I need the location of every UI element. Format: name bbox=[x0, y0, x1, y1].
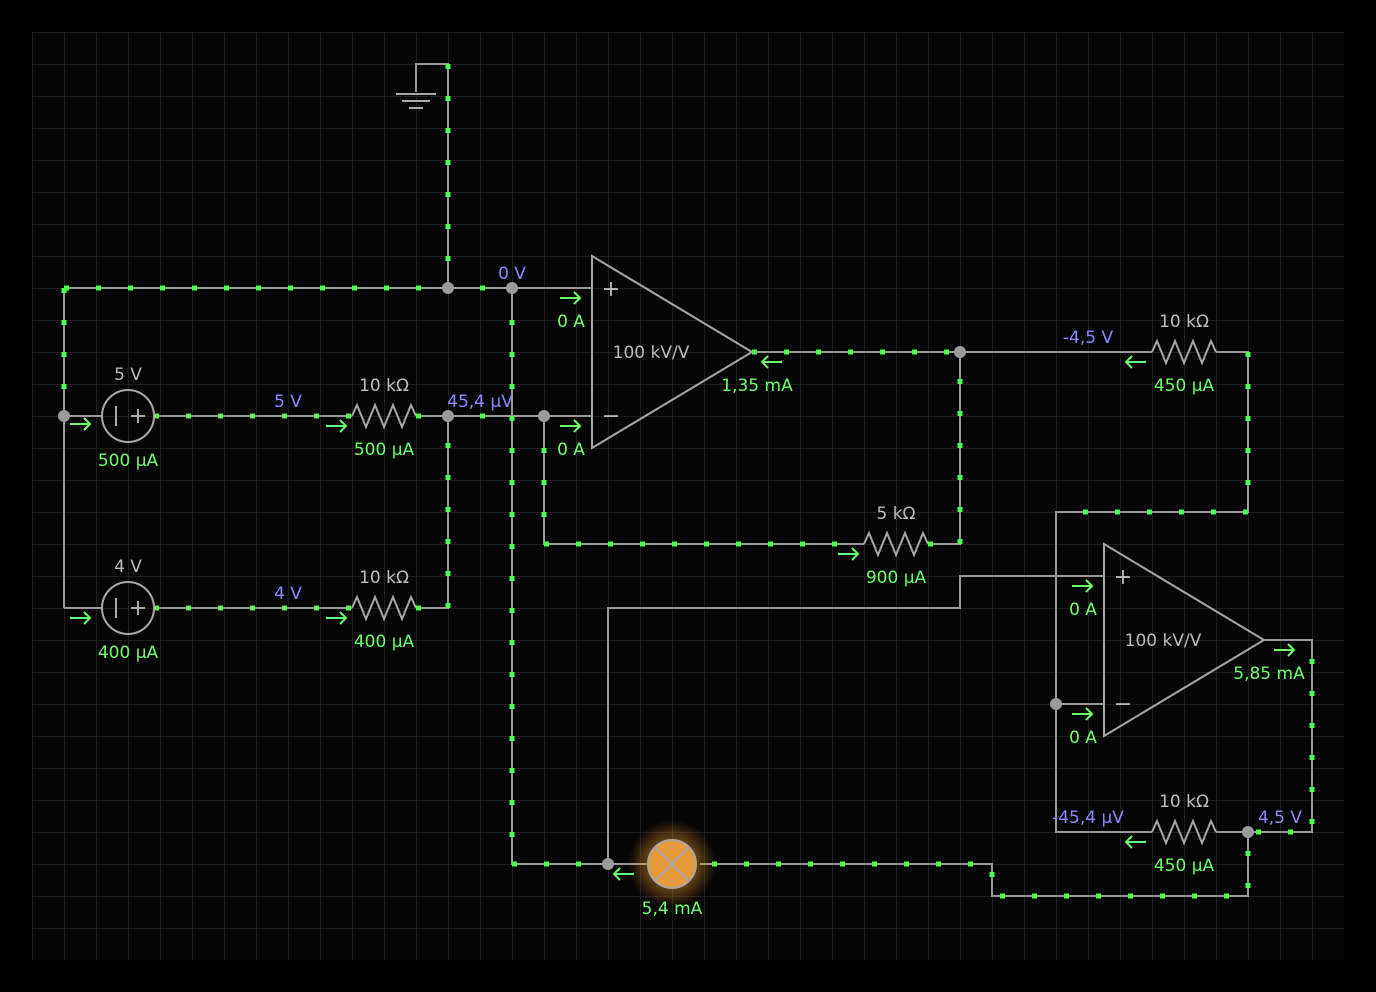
current-arrow-icon bbox=[560, 419, 582, 433]
opamp-icon bbox=[591, 254, 754, 450]
voltage-label: 4 V bbox=[274, 584, 302, 604]
current-arrow-icon bbox=[70, 611, 92, 625]
voltage-label: 5 V bbox=[274, 392, 302, 412]
opamp-1[interactable]: + − 100 kV/V 0 A 0 A 1,35 mA bbox=[557, 254, 793, 460]
opamp-minus-sign: − bbox=[602, 404, 620, 429]
voltage-label: -4,5 V bbox=[1063, 328, 1114, 348]
opamp-plus-current: 0 A bbox=[1069, 600, 1097, 620]
nodes bbox=[58, 282, 1254, 870]
resistor-r4[interactable]: 10 kΩ 450 µA bbox=[1151, 312, 1217, 396]
current-arrow-icon bbox=[760, 355, 782, 369]
resistor-value: 10 kΩ bbox=[359, 568, 409, 588]
resistor-icon bbox=[1151, 818, 1217, 846]
opamp-output-current: 5,85 mA bbox=[1233, 664, 1305, 684]
current-arrow-icon bbox=[70, 417, 92, 431]
opamp-minus-current: 0 A bbox=[557, 440, 585, 460]
resistor-r2[interactable]: 10 kΩ 400 µA bbox=[351, 568, 417, 652]
voltage-source-4v[interactable]: 4 V 400 µA bbox=[98, 557, 159, 663]
resistor-icon bbox=[1151, 338, 1217, 366]
current-arrow-icon bbox=[1072, 707, 1094, 721]
current-arrow-icon bbox=[326, 611, 348, 625]
opamp-2[interactable]: + − 100 kV/V 0 A 0 A 5,85 mA bbox=[1069, 542, 1305, 748]
source-current-label: 500 µA bbox=[98, 451, 159, 471]
resistor-value: 10 kΩ bbox=[1159, 792, 1209, 812]
resistor-icon bbox=[351, 594, 417, 622]
opamp-plus-current: 0 A bbox=[557, 312, 585, 332]
resistor-r1[interactable]: 10 kΩ 500 µA bbox=[351, 376, 417, 460]
resistor-r5[interactable]: 10 kΩ 450 µA bbox=[1151, 792, 1217, 876]
voltage-label: 45,4 µV bbox=[447, 392, 513, 412]
current-arrow-icon bbox=[1124, 355, 1146, 369]
resistor-value: 5 kΩ bbox=[876, 504, 915, 524]
resistor-current: 450 µA bbox=[1154, 376, 1215, 396]
resistor-current: 900 µA bbox=[866, 568, 927, 588]
source-voltage-label: 4 V bbox=[114, 557, 142, 577]
opamp-gain: 100 kV/V bbox=[613, 343, 690, 363]
current-arrows bbox=[70, 291, 1296, 881]
current-arrow-icon bbox=[326, 419, 348, 433]
voltage-source-5v[interactable]: 5 V 500 µA bbox=[98, 365, 159, 471]
current-flow bbox=[61, 64, 1315, 899]
current-arrow-icon bbox=[560, 291, 582, 305]
resistor-value: 10 kΩ bbox=[1159, 312, 1209, 332]
resistor-current: 500 µA bbox=[354, 440, 415, 460]
voltage-source-icon bbox=[101, 581, 155, 635]
voltage-label: -45,4 µV bbox=[1052, 808, 1124, 828]
resistor-current: 400 µA bbox=[354, 632, 415, 652]
source-voltage-label: 5 V bbox=[114, 365, 142, 385]
resistor-icon bbox=[351, 402, 417, 430]
current-arrow-icon bbox=[838, 547, 860, 561]
resistor-r3[interactable]: 5 kΩ 900 µA bbox=[863, 504, 929, 588]
lamp[interactable]: 5,4 mA bbox=[628, 820, 716, 919]
current-arrow-icon bbox=[1072, 579, 1094, 593]
voltage-label: 4,5 V bbox=[1258, 808, 1302, 828]
voltage-labels: 5 V 4 V 0 V 45,4 µV -4,5 V -45,4 µV 4,5 … bbox=[274, 264, 1302, 828]
current-arrow-icon bbox=[1124, 835, 1146, 849]
opamp-output-current: 1,35 mA bbox=[721, 376, 793, 396]
opamp-gain: 100 kV/V bbox=[1125, 631, 1202, 651]
ground-icon[interactable] bbox=[396, 93, 436, 109]
voltage-label: 0 V bbox=[498, 264, 526, 284]
source-current-label: 400 µA bbox=[98, 643, 159, 663]
resistor-current: 450 µA bbox=[1154, 856, 1215, 876]
opamp-minus-sign: − bbox=[1114, 692, 1132, 717]
opamp-minus-current: 0 A bbox=[1069, 728, 1097, 748]
opamp-icon bbox=[1103, 542, 1266, 738]
opamp-plus-sign: + bbox=[1114, 565, 1132, 590]
lamp-current: 5,4 mA bbox=[642, 899, 703, 919]
grid bbox=[32, 32, 1344, 960]
resistor-value: 10 kΩ bbox=[359, 376, 409, 396]
current-arrow-icon bbox=[1274, 643, 1296, 657]
current-arrow-icon bbox=[612, 867, 634, 881]
resistor-icon bbox=[863, 530, 929, 558]
opamp-plus-sign: + bbox=[602, 277, 620, 302]
voltage-source-icon bbox=[101, 389, 155, 443]
